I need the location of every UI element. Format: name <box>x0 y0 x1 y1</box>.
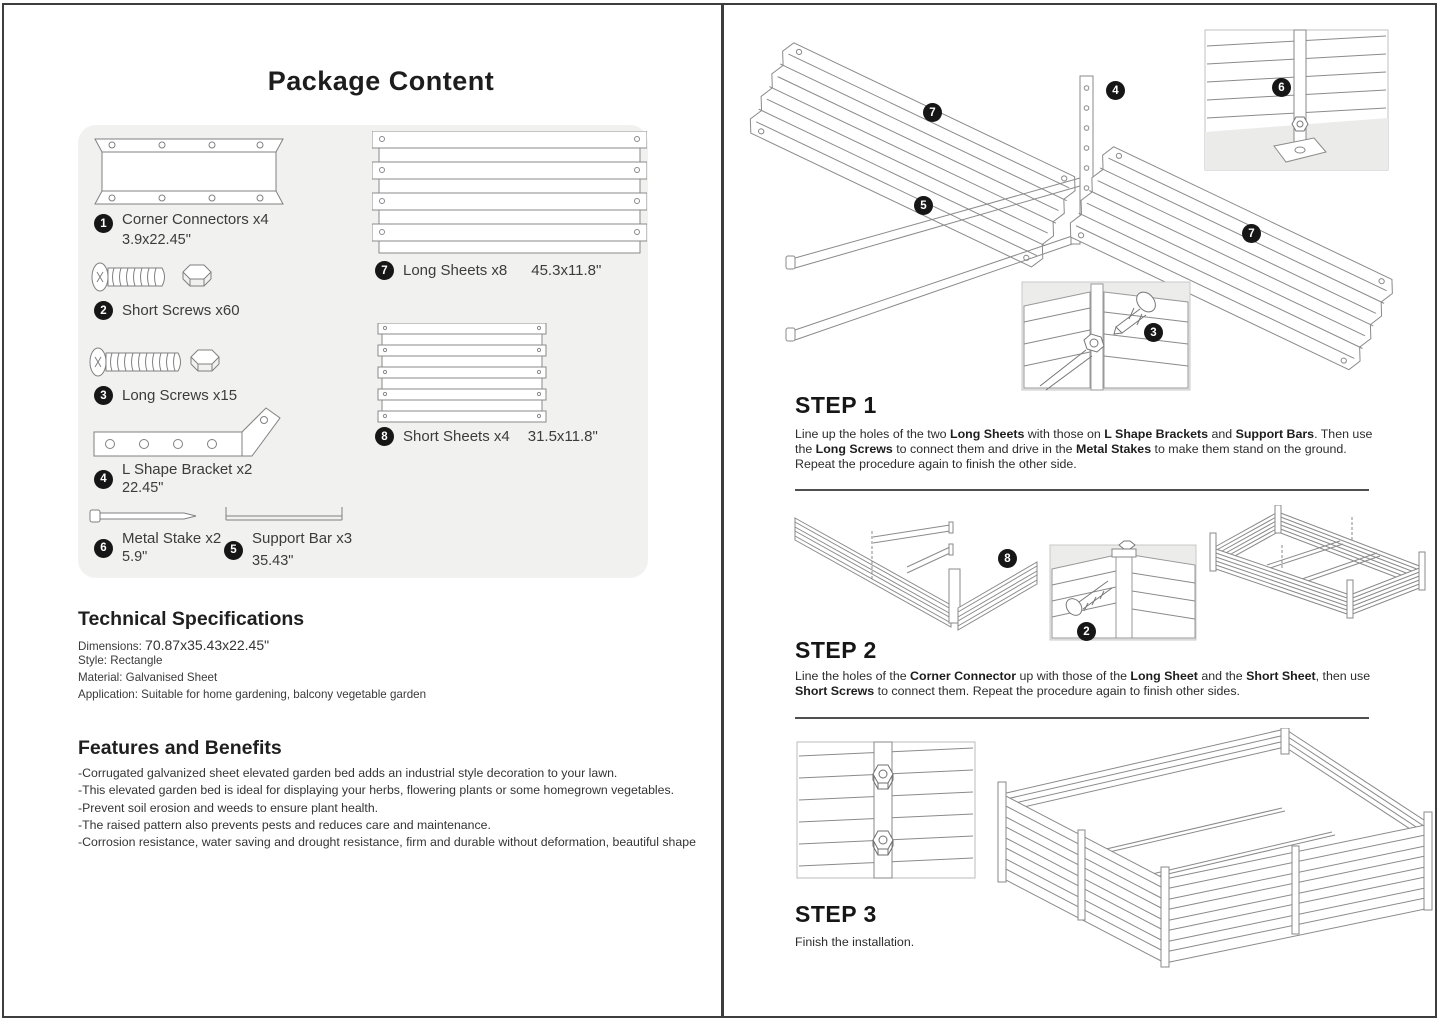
package-item-long-sheets: 7 Long Sheets x8 45.3x11.8" <box>375 261 601 280</box>
page-border <box>2 3 1437 1018</box>
step2-heading: STEP 2 <box>795 637 877 663</box>
part-dimension: 35.43" <box>252 553 294 569</box>
part-badge: 8 <box>375 427 394 446</box>
part-badge: 6 <box>1272 78 1291 97</box>
part-badge: 3 <box>94 386 113 405</box>
step1-body: Line up the holes of the two Long Sheets… <box>795 427 1373 471</box>
short-screw-illustration <box>91 262 212 292</box>
section-divider <box>795 717 1369 719</box>
part-badge: 4 <box>1106 81 1125 100</box>
long-screw-illustration <box>89 347 220 377</box>
step1-heading: STEP 1 <box>795 392 877 418</box>
feature-item: -Corrugated galvanized sheet elevated ga… <box>78 766 618 780</box>
part-label: Short Screws x60 <box>122 301 240 319</box>
metal-stake-illustration <box>89 509 197 523</box>
part-badge: 7 <box>1242 224 1261 243</box>
part-label: Corner Connectors x4 <box>122 211 269 228</box>
part-badge: 1 <box>94 214 113 233</box>
package-item-short-screws: 2 Short Screws x60 <box>94 301 240 320</box>
spec-application: Application: Suitable for home gardening… <box>78 688 427 701</box>
package-item-metal-stake: 6 Metal Stake x2 5.9" <box>94 530 221 566</box>
part-dimension: 5.9" <box>122 549 148 565</box>
part-badge: 6 <box>94 538 113 558</box>
part-badge: 7 <box>375 261 394 280</box>
features-list: -Corrugated galvanized sheet elevated ga… <box>78 765 698 851</box>
feature-item: -Corrosion resistance, water saving and … <box>78 835 696 850</box>
step3-diagram <box>796 728 1433 968</box>
part-badge: 2 <box>94 301 113 320</box>
package-item-l-bracket: 4 L Shape Bracket x2 22.45" <box>94 461 252 497</box>
part-dimension: 3.9x22.45" <box>122 232 191 248</box>
part-label: Long Screws x15 <box>122 386 238 404</box>
step1-diagram <box>744 29 1399 391</box>
features-heading: Features and Benefits <box>78 737 282 759</box>
spec-dimensions: Dimensions: 70.87x35.43x22.45" <box>78 637 269 653</box>
part-dimension: 22.45" <box>122 480 164 496</box>
support-bar-illustration <box>225 507 343 521</box>
part-label: Support Bar x3 <box>252 530 353 547</box>
package-item-support-bar: 5 Support Bar x3 35.43" <box>224 530 352 570</box>
feature-item: -Prevent soil erosion and weeds to ensur… <box>78 800 379 815</box>
part-dimension: 45.3x11.8" <box>531 261 602 279</box>
spec-dimensions-label: Dimensions: <box>78 640 142 653</box>
feature-item: -This elevated garden bed is ideal for d… <box>78 783 675 798</box>
package-item-short-sheets: 8 Short Sheets x4 31.5x11.8" <box>375 427 598 446</box>
step2-body: Line the holes of the Corner Connector u… <box>795 669 1371 698</box>
feature-item: -The raised pattern also prevents pests … <box>78 817 491 832</box>
short-sheets-illustration <box>377 323 547 423</box>
step3-heading: STEP 3 <box>795 901 877 927</box>
part-badge: 5 <box>914 196 933 215</box>
part-dimension: 31.5x11.8" <box>527 427 598 445</box>
spec-dimensions-value: 70.87x35.43x22.45" <box>145 637 270 653</box>
part-badge: 2 <box>1077 622 1096 641</box>
part-badge: 7 <box>923 103 942 122</box>
part-badge: 5 <box>224 540 243 560</box>
part-label: Short Sheets x4 <box>403 427 510 445</box>
package-item-corner-connectors: 1 Corner Connectors x4 3.9x22.45" <box>94 211 269 249</box>
step2-diagram <box>794 505 1426 641</box>
part-label: Long Sheets x8 <box>403 261 508 279</box>
tech-specs-heading: Technical Specifications <box>78 608 305 630</box>
section-divider <box>795 489 1369 491</box>
part-badge: 3 <box>1144 323 1163 342</box>
spec-style: Style: Rectangle <box>78 654 163 667</box>
part-label: L Shape Bracket x2 <box>122 461 253 478</box>
part-badge: 8 <box>998 549 1017 568</box>
spec-material: Material: Galvanised Sheet <box>78 671 218 684</box>
long-sheets-illustration <box>372 131 647 254</box>
part-label: Metal Stake x2 <box>122 530 222 547</box>
page-title: Package Content <box>267 66 495 96</box>
corner-connector-illustration <box>94 138 284 205</box>
package-item-long-screws: 3 Long Screws x15 <box>94 386 237 405</box>
l-bracket-illustration <box>93 407 281 457</box>
package-content-panel: 1 Corner Connectors x4 3.9x22.45" 2 Shor… <box>78 125 648 578</box>
part-badge: 4 <box>94 469 113 489</box>
page-divider-line <box>721 3 724 1018</box>
step3-body: Finish the installation. <box>795 935 915 949</box>
